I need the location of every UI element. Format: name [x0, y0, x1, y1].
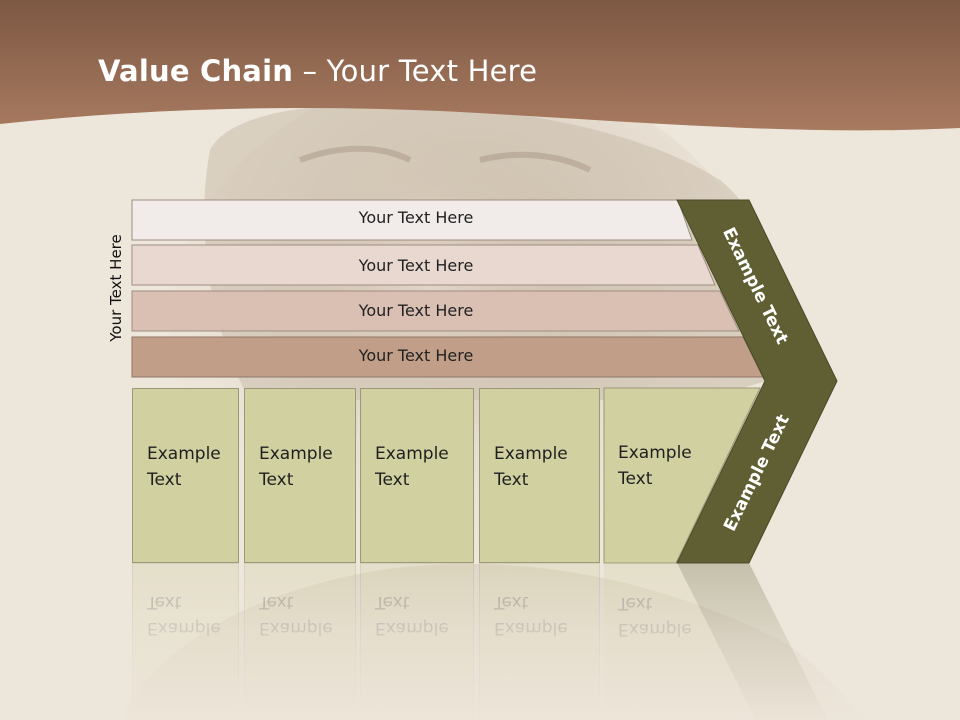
support-row-4: Your Text Here — [358, 346, 474, 365]
support-row-1: Your Text Here — [358, 208, 474, 227]
activity-line2: Text — [494, 470, 529, 490]
support-row-3-shape — [131, 290, 740, 332]
support-row-1-shape — [131, 199, 693, 241]
activity-line1: Example — [259, 444, 333, 464]
title-rest: – Your Text Here — [293, 54, 538, 88]
activity-line1: Example — [618, 443, 692, 463]
support-row-3: Your Text Here — [358, 301, 474, 320]
activity-line2: Text — [375, 470, 410, 490]
activity-line1: Example — [494, 444, 568, 464]
title-bold: Value Chain — [98, 54, 294, 88]
slide-title: Value Chain – Your Text Here — [98, 54, 537, 88]
support-row-2-shape — [131, 244, 716, 286]
activity-line2: Text — [147, 470, 182, 490]
activity-line2: Text — [259, 470, 294, 490]
activity-line1: Example — [147, 444, 221, 464]
support-row-2: Your Text Here — [358, 256, 474, 275]
activity-line1: Example — [375, 444, 449, 464]
activity-line2: Text — [618, 469, 653, 489]
